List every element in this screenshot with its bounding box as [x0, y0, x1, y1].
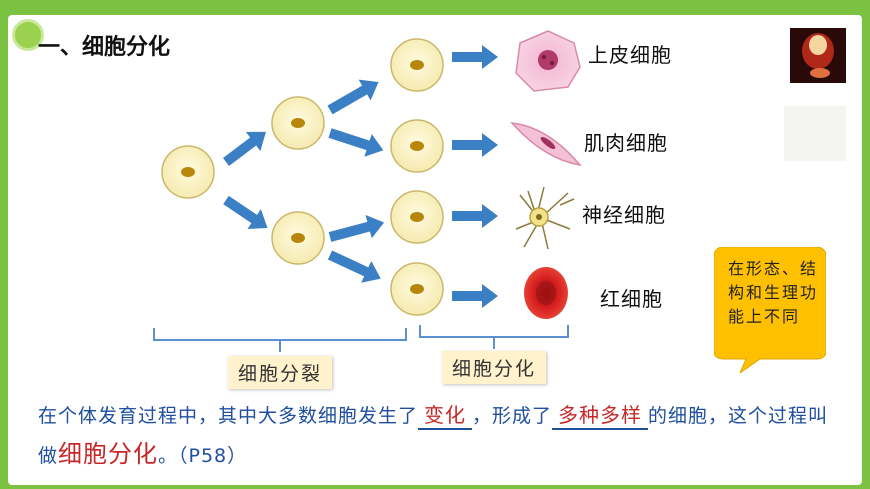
arrows [222, 45, 498, 308]
cell-3 [271, 211, 325, 265]
sentence-part-4: 。（P58） [158, 445, 248, 467]
label-muscle-cell: 肌肉细胞 [584, 131, 668, 155]
arrow-2 [223, 195, 268, 229]
label-epithelial-cell: 上皮细胞 [588, 43, 672, 67]
cell-5 [390, 119, 444, 173]
red-blood-cell-image [524, 267, 568, 319]
term-cell-differentiation: 细胞分化 [58, 440, 159, 468]
cell-differentiation-diagram [153, 28, 846, 352]
sentence-part-3: 的细胞，这个过程叫做 [38, 405, 829, 467]
answer-blank-diverse: 多种多样 [552, 402, 649, 430]
neuron-image [515, 186, 575, 250]
arrow-6 [327, 250, 381, 283]
differentiation-label-box: 细胞分化 [442, 351, 547, 384]
arrow-1 [222, 131, 266, 166]
cell-6 [390, 190, 444, 244]
muscle-cell-image [510, 122, 582, 167]
callout-bubble: 在形态、结构和生理功能上不同 [714, 247, 826, 373]
label-red-blood-cell: 红细胞 [600, 287, 663, 311]
differentiation-bracket [419, 325, 569, 349]
definition-sentence: 在个体发育过程中，其中大多数细胞发生了变化，形成了多种多样的细胞，这个过程叫做细… [38, 397, 838, 475]
epithelial-cell-image [515, 30, 581, 92]
sentence-part-2: ，形成了 [472, 405, 553, 427]
cell-4 [390, 38, 444, 92]
answer-blank-change: 变化 [418, 402, 473, 430]
arrow-4 [328, 128, 384, 157]
arrow-9 [452, 204, 498, 228]
blank-thumbnail [784, 106, 846, 161]
cell-1 [161, 145, 215, 199]
slide: 一、细胞分化 [8, 15, 862, 485]
division-bracket [153, 328, 407, 352]
embryo-thumbnail [790, 28, 846, 83]
callout-shape [714, 247, 826, 373]
arrow-3 [327, 79, 379, 115]
sentence-part-1: 在个体发育过程中，其中大多数细胞发生了 [38, 405, 419, 427]
arrow-10 [452, 284, 498, 308]
cell-2 [271, 96, 325, 150]
arrow-5 [328, 215, 385, 242]
label-nerve-cell: 神经细胞 [582, 203, 666, 227]
arrow-8 [452, 133, 498, 157]
decorative-dot [12, 19, 44, 51]
page-title: 一、细胞分化 [38, 35, 171, 60]
division-label-box: 细胞分裂 [228, 356, 333, 389]
cell-7 [390, 262, 444, 316]
arrow-7 [452, 45, 498, 69]
cells [161, 38, 444, 316]
callout-text: 在形态、结构和生理功能上不同 [728, 259, 819, 326]
